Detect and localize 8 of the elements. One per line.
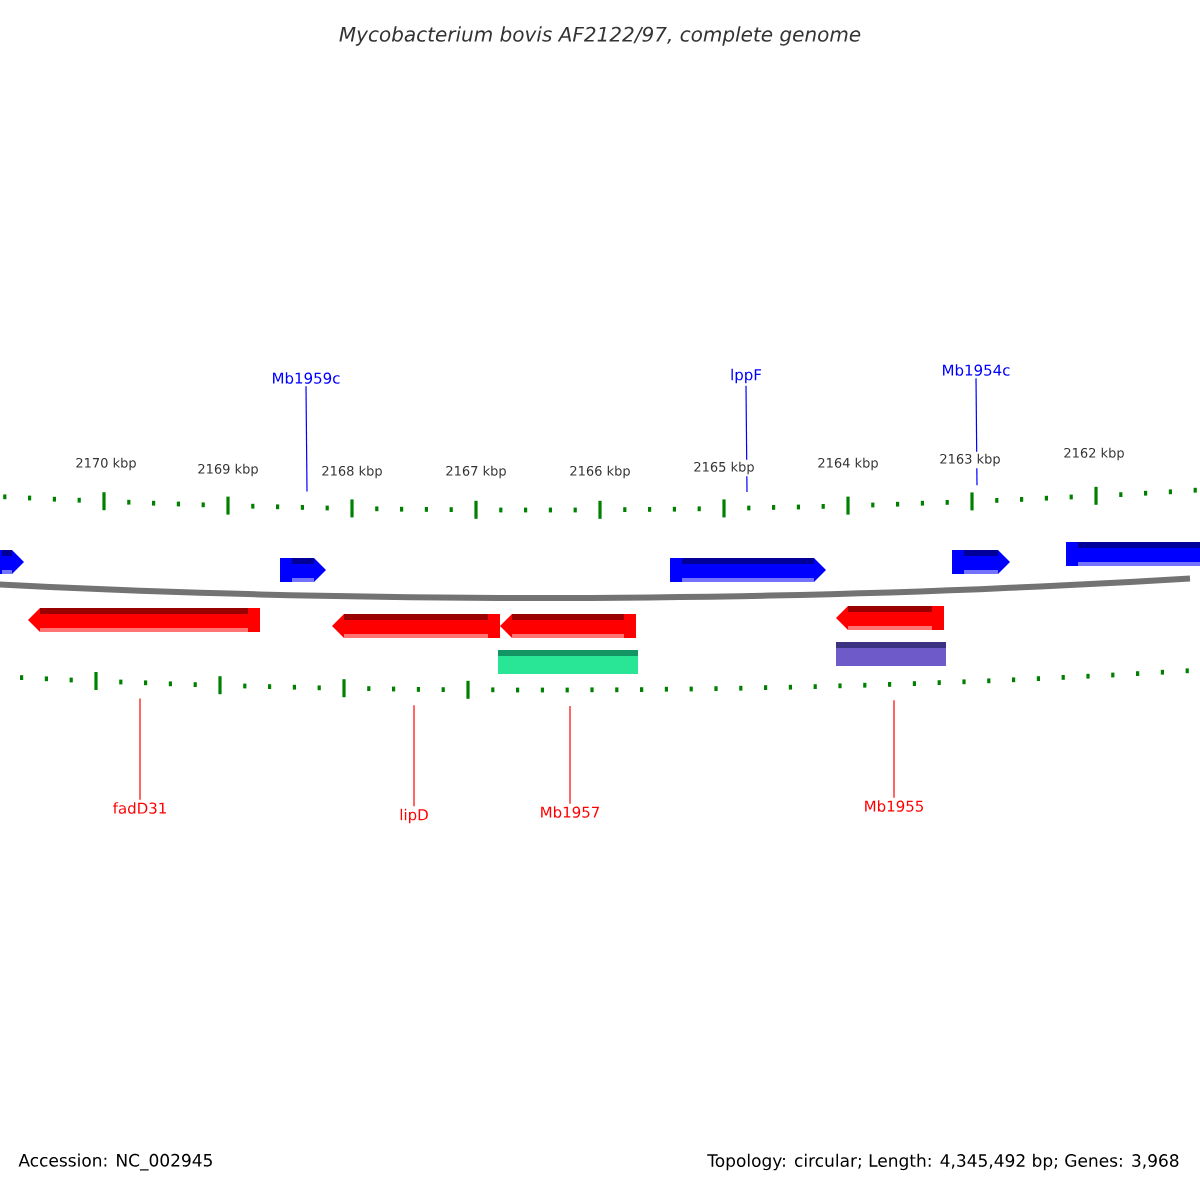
leader-line	[569, 705, 571, 805]
title: Mycobacterium bovis AF2122/97, complete genome	[339, 26, 861, 46]
genome-info-note: Topology: circular; Length: 4,345,492 bp; Genes: 3,968	[707, 1153, 1179, 1171]
leader-line	[413, 704, 415, 807]
leader-line	[305, 385, 308, 492]
accession-note: Accession: NC_002945	[18, 1153, 212, 1171]
leader-line	[893, 699, 895, 799]
leader-line	[139, 698, 141, 801]
